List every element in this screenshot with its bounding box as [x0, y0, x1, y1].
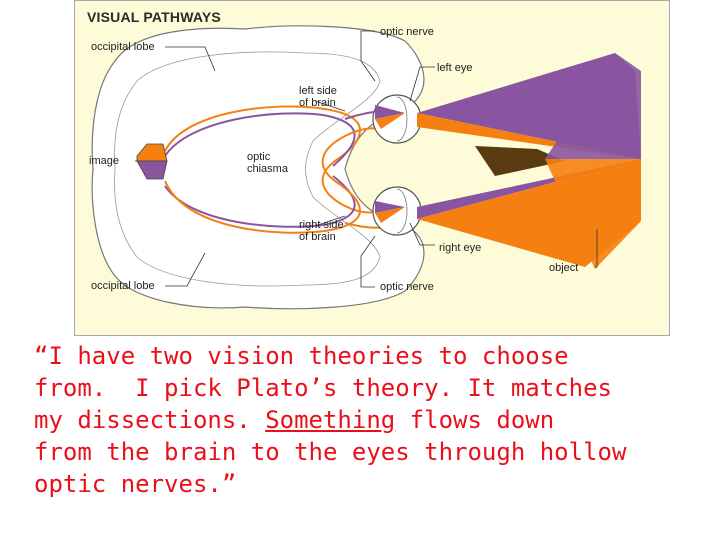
left-eye-shape — [372, 94, 422, 144]
cone-overlap — [475, 146, 565, 176]
leader-lines — [135, 30, 598, 288]
image-shape-purple — [136, 160, 168, 180]
label-left-side-of-brain-1: left side — [299, 85, 337, 97]
label-left-side-of-brain-2: of brain — [299, 97, 336, 109]
quote-underlined-word: Something — [265, 406, 396, 434]
brain-inner-line — [114, 51, 381, 287]
object-purple — [545, 53, 641, 159]
right-eye-shape — [372, 186, 422, 236]
label-occipital-lobe-bottom: occipital lobe — [91, 280, 155, 292]
label-left-eye: left eye — [437, 62, 473, 74]
label-optic-chiasma-2: chiasma — [247, 163, 288, 175]
quote-line-5: optic nerves.” — [34, 470, 237, 498]
label-occipital-lobe-top: occipital lobe — [91, 41, 155, 53]
image-shape-orange — [136, 143, 168, 162]
figure-title: VISUAL PATHWAYS — [87, 9, 221, 25]
quote-line-1: “I have two vision theories to choose — [34, 342, 569, 370]
quote-line-3b: flows down — [395, 406, 555, 434]
label-optic-nerve-bottom: optic nerve — [380, 281, 434, 293]
object-orange — [545, 159, 641, 269]
label-optic-nerve-top: optic nerve — [380, 26, 434, 38]
quote-text: “I have two vision theories to choose fr… — [34, 340, 714, 500]
label-image: image — [89, 155, 119, 167]
visual-pathways-diagram — [91, 25, 641, 310]
quote-line-4: from the brain to the eyes through hollo… — [34, 438, 627, 466]
label-right-side-of-brain-1: right side — [299, 219, 344, 231]
label-right-eye: right eye — [439, 242, 482, 254]
visual-pathways-figure: VISUAL PATHWAYS occipital lobe optic ner… — [74, 0, 670, 336]
label-right-side-of-brain-2: of brain — [299, 231, 336, 243]
label-optic-chiasma-1: optic — [247, 151, 271, 163]
quote-line-2: from. I pick Plato’s theory. It matches — [34, 374, 612, 402]
label-object: object — [549, 262, 579, 274]
quote-line-3a: my dissections. — [34, 406, 266, 434]
